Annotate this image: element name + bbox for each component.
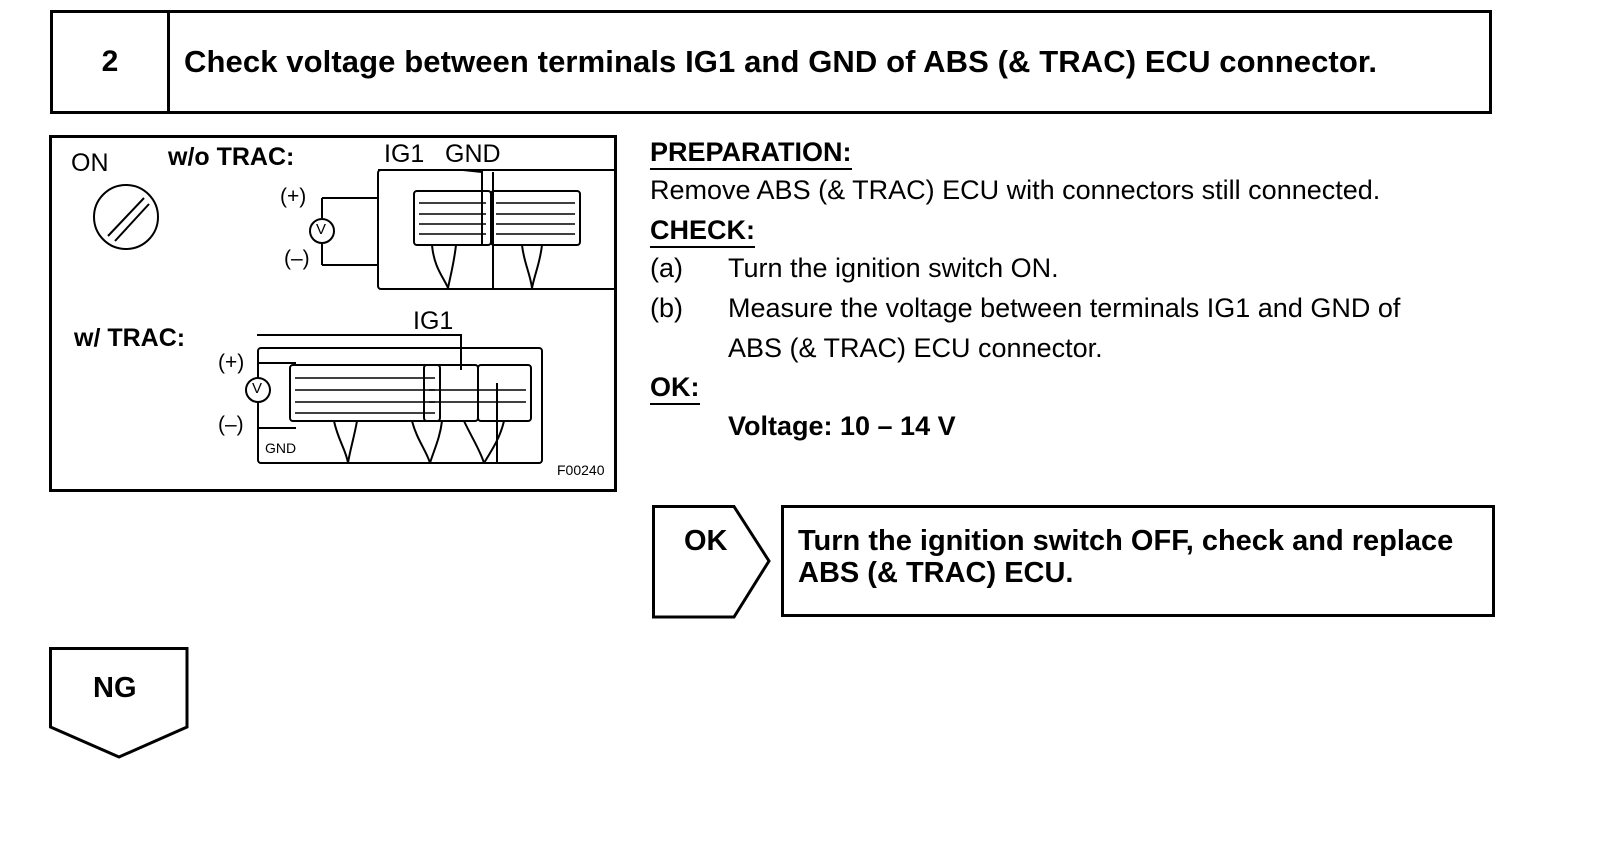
connector-diagram: ON w/o TRAC: IG1 GND (+) (–) V w/ TRAC: … [49, 135, 617, 492]
w-minus-label: (–) [218, 413, 244, 436]
w-trac-label: w/ TRAC: [74, 324, 186, 352]
step-a-text: Turn the ignition switch ON. [728, 253, 1059, 283]
w-meter-label: V [252, 380, 263, 397]
connector-drawing [93, 169, 614, 464]
step-b-text-line1: Measure the voltage between terminals IG… [728, 293, 1401, 323]
wo-gnd-label: GND [445, 140, 501, 168]
ok-label: OK [684, 525, 728, 557]
step-a-label: (a) [650, 253, 683, 283]
preparation-text: Remove ABS (& TRAC) ECU with connectors … [650, 175, 1381, 205]
w-ig1-label: IG1 [413, 307, 454, 335]
voltmeter-icon [245, 218, 335, 403]
wo-minus-label: (–) [284, 247, 310, 270]
step-b-text-line2: ABS (& TRAC) ECU connector. [728, 333, 1103, 363]
ok-heading: OK: [650, 371, 700, 405]
ok-voltage-spec: Voltage: 10 – 14 V [728, 411, 956, 441]
ok-result-line1: Turn the ignition switch OFF, check and … [798, 525, 1454, 557]
wo-ig1-label: IG1 [384, 140, 425, 168]
ok-result-box: Turn the ignition switch OFF, check and … [781, 505, 1495, 617]
step-b-label: (b) [650, 293, 683, 323]
wo-plus-label: (+) [280, 185, 307, 208]
figure-code: F00240 [557, 462, 605, 478]
ok-arrow-icon [652, 505, 771, 619]
wo-meter-label: V [316, 221, 327, 238]
ok-result-line2: ABS (& TRAC) ECU. [798, 557, 1074, 589]
step-title: Check voltage between terminals IG1 and … [184, 44, 1378, 79]
check-heading: CHECK: [650, 214, 755, 248]
w-trac-frame [257, 347, 543, 464]
step-number: 2 [53, 13, 170, 111]
wo-trac-label: w/o TRAC: [168, 143, 295, 171]
ng-arrow-icon [49, 647, 189, 759]
preparation-heading: PREPARATION: [650, 136, 852, 170]
ng-label: NG [93, 672, 137, 704]
wo-trac-frame [377, 169, 614, 290]
switch-on-label: ON [71, 149, 109, 177]
w-gnd-label: GND [265, 440, 297, 456]
w-plus-label: (+) [218, 351, 245, 374]
step-header: 2 Check voltage between terminals IG1 an… [50, 10, 1492, 114]
ignition-switch-icon [93, 184, 159, 250]
